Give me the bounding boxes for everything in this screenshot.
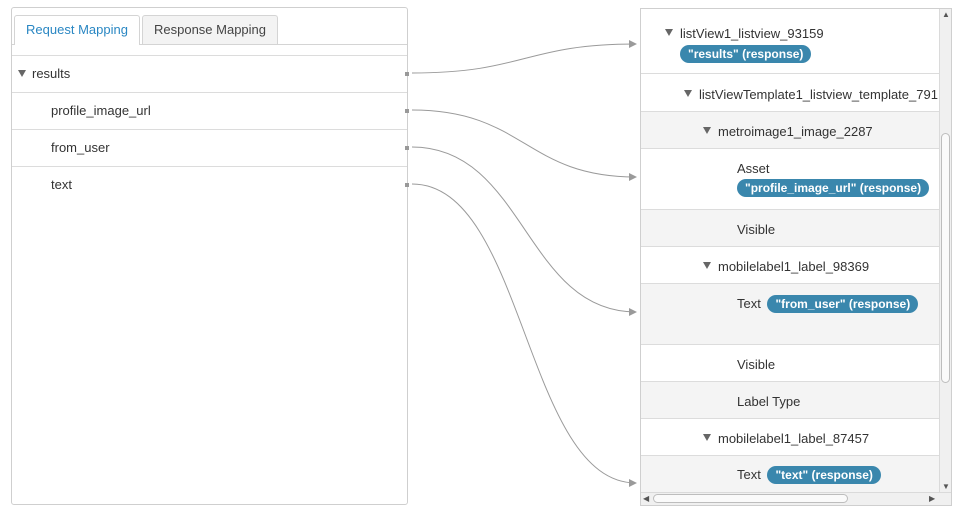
target-panel: listView1_listview_93159 "results" (resp…: [640, 8, 952, 506]
target-property-visible[interactable]: Visible: [641, 209, 941, 246]
connector-line-results[interactable]: [411, 40, 637, 74]
target-property-asset[interactable]: Asset "profile_image_url" (response): [641, 148, 941, 209]
property-label: Text: [737, 467, 761, 482]
target-property-label-type[interactable]: Label Type: [641, 381, 941, 418]
mapping-badge[interactable]: "text" (response): [767, 466, 881, 484]
mapping-badge[interactable]: "results" (response): [680, 45, 812, 63]
property-label: Visible: [737, 222, 776, 237]
arrow-down-icon[interactable]: ▼: [942, 482, 950, 491]
connector-line-profile-image-url[interactable]: [411, 109, 637, 181]
connector-line-text[interactable]: [411, 183, 637, 487]
target-tree-item-listview[interactable]: listView1_listview_93159 "results" (resp…: [641, 9, 941, 73]
source-tree-item-from-user[interactable]: from_user: [12, 129, 409, 166]
source-item-label: from_user: [51, 140, 110, 155]
triangle-down-icon[interactable]: [703, 127, 711, 134]
triangle-down-icon[interactable]: [18, 70, 26, 77]
tab-response-mapping[interactable]: Response Mapping: [142, 15, 278, 44]
source-panel: Request Mapping Response Mapping results…: [11, 7, 409, 505]
connector-line-from-user[interactable]: [411, 146, 637, 316]
tab-request-mapping[interactable]: Request Mapping: [14, 15, 140, 45]
target-item-label: metroimage1_image_2287: [718, 124, 873, 139]
connector-port[interactable]: [405, 109, 409, 113]
target-tree-item-label-87457[interactable]: mobilelabel1_label_87457: [641, 418, 941, 455]
tab-bar: Request Mapping Response Mapping: [12, 8, 407, 45]
arrow-left-icon[interactable]: ◀: [643, 494, 650, 503]
property-label: Label Type: [737, 394, 801, 409]
property-label: Visible: [737, 357, 776, 372]
target-tree-item-label-98369[interactable]: mobilelabel1_label_98369: [641, 246, 941, 283]
arrow-up-icon[interactable]: ▲: [942, 10, 950, 19]
triangle-down-icon[interactable]: [703, 434, 711, 441]
vertical-scrollbar[interactable]: ▲ ▼: [939, 9, 951, 493]
triangle-down-icon[interactable]: [665, 29, 673, 36]
connector-port[interactable]: [405, 146, 409, 150]
triangle-down-icon[interactable]: [684, 90, 692, 97]
connector-port[interactable]: [405, 72, 409, 76]
source-item-label: text: [51, 177, 72, 192]
target-property-text[interactable]: Text "text" (response): [641, 455, 941, 495]
triangle-down-icon[interactable]: [703, 262, 711, 269]
target-item-label: listView1_listview_93159: [680, 26, 824, 41]
mapping-badge[interactable]: "profile_image_url" (response): [737, 179, 930, 197]
source-tree-item-text[interactable]: text: [12, 166, 409, 203]
target-item-label: mobilelabel1_label_87457: [718, 431, 870, 446]
horizontal-scrollbar-thumb[interactable]: [653, 494, 848, 503]
target-item-label: mobilelabel1_label_98369: [718, 259, 870, 274]
source-item-label: profile_image_url: [51, 103, 151, 118]
arrow-right-icon[interactable]: ▶: [929, 494, 936, 503]
source-tree-item-profile-image-url[interactable]: profile_image_url: [12, 92, 409, 129]
mapping-badge[interactable]: "from_user" (response): [767, 295, 919, 313]
connector-port[interactable]: [405, 183, 409, 187]
horizontal-scrollbar[interactable]: ◀ ▶: [641, 492, 951, 505]
property-label: Text: [737, 296, 761, 311]
target-property-text[interactable]: Text "from_user" (response): [641, 283, 941, 344]
vertical-scrollbar-thumb[interactable]: [941, 133, 950, 383]
source-tree-item-results[interactable]: results: [12, 55, 409, 92]
property-label: Asset: [737, 161, 770, 176]
target-property-visible[interactable]: Visible: [641, 344, 941, 381]
target-item-label: listViewTemplate1_listview_template_791: [699, 87, 938, 102]
target-tree-item-image[interactable]: metroimage1_image_2287: [641, 111, 941, 148]
source-item-label: results: [32, 66, 71, 81]
target-tree-item-template[interactable]: listViewTemplate1_listview_template_791: [641, 73, 941, 111]
